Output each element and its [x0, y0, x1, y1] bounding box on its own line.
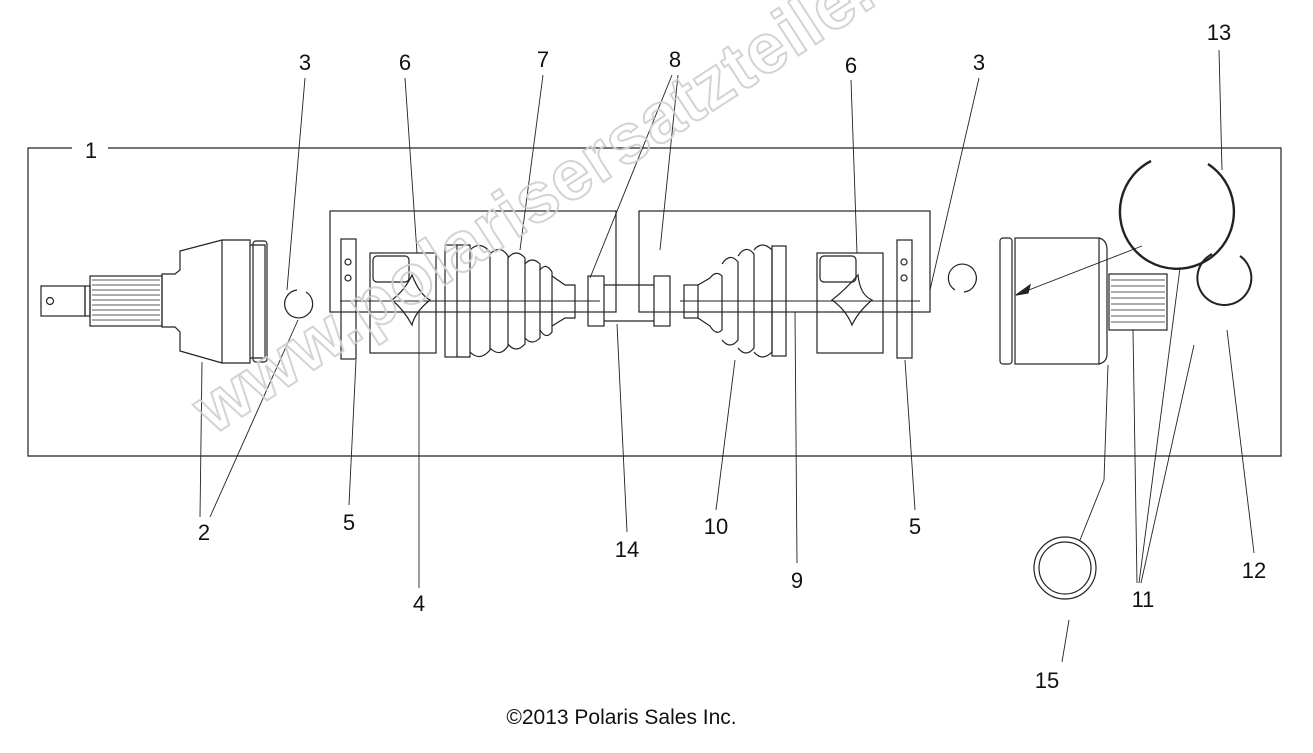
large-clamp-right [896, 239, 913, 359]
copyright-text: ©2013 Polaris Sales Inc. [506, 706, 737, 729]
large-clamp-left [340, 238, 357, 360]
callout-10: 10 [703, 514, 729, 539]
outer-boot [444, 244, 576, 358]
callout-6-right: 6 [844, 53, 858, 78]
callout-5-right: 5 [908, 514, 922, 539]
assembly-frame [27, 147, 1282, 457]
callout-13: 13 [1206, 20, 1232, 45]
callout-12: 12 [1241, 558, 1267, 583]
circlip [1118, 159, 1236, 270]
callout-1: 1 [84, 138, 98, 163]
retaining-ring-right [947, 263, 977, 293]
callout-11: 11 [1131, 587, 1155, 612]
callout-6-left: 6 [398, 50, 412, 75]
grease-packet-right [816, 252, 884, 354]
callout-7: 7 [536, 47, 550, 72]
boot-kit-inner-box [638, 210, 931, 313]
callout-3-left: 3 [298, 50, 312, 75]
callout-8: 8 [668, 47, 682, 72]
callout-15: 15 [1034, 668, 1060, 693]
leader-lines [199, 49, 1255, 663]
inner-boot [683, 244, 787, 358]
callout-5-left: 5 [342, 510, 356, 535]
retaining-ring-12 [1196, 253, 1253, 307]
callout-2: 2 [197, 520, 211, 545]
retaining-ring-left [284, 289, 314, 319]
small-clamp-pair [587, 275, 671, 327]
outer-cv-joint [40, 239, 268, 364]
callout-9: 9 [790, 568, 804, 593]
callout-3-right: 3 [972, 50, 986, 75]
o-ring [1033, 536, 1097, 600]
boot-kit-outer-box [329, 210, 617, 313]
callout-14: 14 [614, 537, 640, 562]
grease-packet-left [369, 252, 437, 354]
callout-4: 4 [412, 591, 426, 616]
inner-cv-joint [999, 237, 1168, 365]
